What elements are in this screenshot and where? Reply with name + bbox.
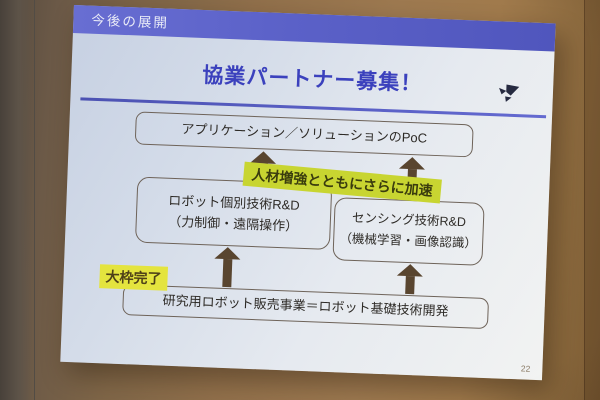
slide-header-label: 今後の展開 xyxy=(91,12,170,31)
arrow-stem xyxy=(404,275,415,295)
diagram-box-poc: アプリケーション／ソリューションのPoC xyxy=(134,111,474,158)
company-logo-icon xyxy=(497,82,520,105)
slide-title: 協業パートナー募集！ xyxy=(201,63,423,96)
highlight-complete: 大枠完了 xyxy=(99,264,169,291)
diagram-box-base-business: 研究用ロボット販売事業＝ロボット基礎技術開発 xyxy=(122,284,490,330)
diagram-box-sensing-rd: センシング技術R&D （機械学習・画像認識） xyxy=(332,197,485,266)
diagram-box-base-business-label: 研究用ロボット販売事業＝ロボット基礎技術開発 xyxy=(162,292,449,319)
wall-corner-left xyxy=(0,0,35,400)
diagram-box-poc-label: アプリケーション／ソリューションのPoC xyxy=(181,121,428,146)
arrow-up-base-to-left-icon xyxy=(213,246,241,288)
arrow-head xyxy=(398,156,426,170)
arrow-stem xyxy=(221,258,232,288)
arrow-head xyxy=(214,246,241,260)
diagram-box-sensing-rd-line2: （機械学習・画像認識） xyxy=(339,231,478,251)
presentation-slide: 今後の展開 協業パートナー募集！ アプリケーション／ソリューションのPoC ロボ… xyxy=(60,5,556,381)
wall-corner-right xyxy=(584,0,600,400)
slide-page-number: 22 xyxy=(520,363,531,374)
arrow-up-base-to-right-icon xyxy=(396,263,424,295)
arrow-head xyxy=(396,263,424,277)
